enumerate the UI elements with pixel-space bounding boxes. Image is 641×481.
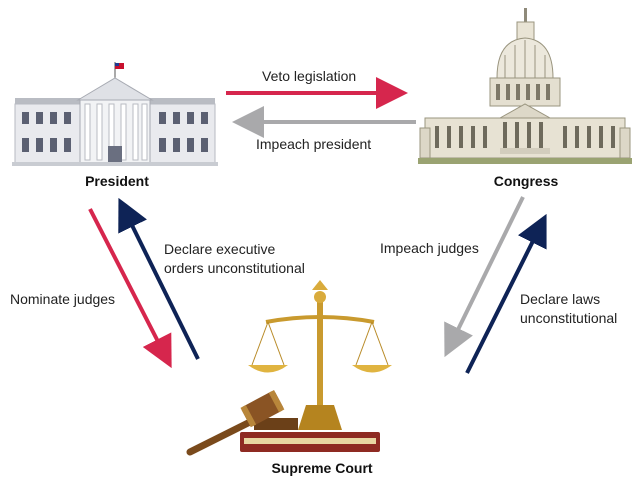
declare-executive-orders-arrow (118, 197, 200, 360)
declare-laws-line1: Declare laws (520, 291, 601, 307)
veto-legislation-label: Veto legislation (262, 68, 357, 84)
supreme-court-label: Supreme Court (271, 460, 373, 476)
impeach-judges-arrow (444, 196, 525, 358)
nominate-judges-label: Nominate judges (10, 291, 116, 307)
declare-laws-arrow (465, 213, 547, 374)
president-label: President (85, 173, 149, 189)
scales-gavel-book-icon (186, 280, 392, 456)
declare-laws-line2: unconstitutional (520, 310, 618, 326)
congress-label: Congress (493, 173, 559, 189)
impeach-judges-label: Impeach judges (380, 240, 479, 256)
capitol-building-icon (418, 8, 632, 164)
impeach-president-label: Impeach president (256, 136, 372, 152)
declare-executive-line1: Declare executive (164, 241, 276, 257)
declare-executive-orders-label: Declare executive orders unconstitutiona… (164, 240, 305, 278)
nominate-judges-arrow (88, 208, 172, 369)
white-house-icon (12, 62, 218, 166)
declare-executive-line2: orders unconstitutional (164, 260, 305, 276)
declare-laws-label: Declare laws unconstitutional (520, 290, 617, 328)
